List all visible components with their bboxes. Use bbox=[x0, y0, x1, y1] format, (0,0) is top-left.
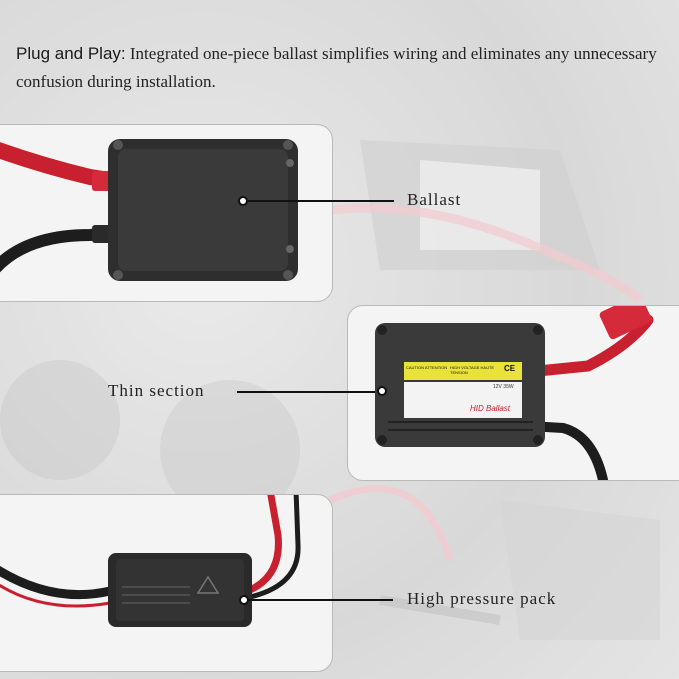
callout-label-ballast: Ballast bbox=[407, 190, 462, 209]
callout-label-high-pressure-pack: High pressure pack bbox=[407, 589, 557, 608]
callout-dot-thin-section bbox=[377, 386, 387, 396]
ballast-label-voltage: 12V 35W bbox=[493, 384, 514, 390]
high-pressure-pack-photo bbox=[0, 495, 301, 627]
headline-lead: Plug and Play: bbox=[16, 44, 126, 63]
thin-section-photo-panel: CAUTION ATTENTION HIGH VOLTAGE HAUTE TEN… bbox=[347, 305, 679, 481]
ballast-label-high-voltage: HIGH VOLTAGE HAUTE TENSION bbox=[450, 365, 495, 375]
callout-label-thin-section: Thin section bbox=[108, 381, 205, 400]
ballast-label-caution: CAUTION ATTENTION bbox=[406, 365, 448, 370]
ballast-label-brand: HID Ballast bbox=[470, 404, 511, 413]
headline: Plug and Play: Integrated one-piece ball… bbox=[16, 40, 666, 96]
callout-line-ballast bbox=[248, 200, 394, 202]
callout-line-high-pressure-pack bbox=[249, 599, 393, 601]
callout-dot-high-pressure-pack bbox=[239, 595, 249, 605]
ballast-photo-panel bbox=[0, 124, 333, 302]
high-pressure-pack-photo-panel bbox=[0, 494, 333, 672]
callout-line-thin-section bbox=[237, 391, 375, 393]
callout-dot-ballast bbox=[238, 196, 248, 206]
thin-section-photo bbox=[375, 306, 654, 480]
ballast-label-ce-mark: CE bbox=[504, 364, 516, 373]
ballast-photo bbox=[0, 139, 298, 281]
headline-body: Integrated one-piece ballast simplifies … bbox=[16, 44, 657, 91]
